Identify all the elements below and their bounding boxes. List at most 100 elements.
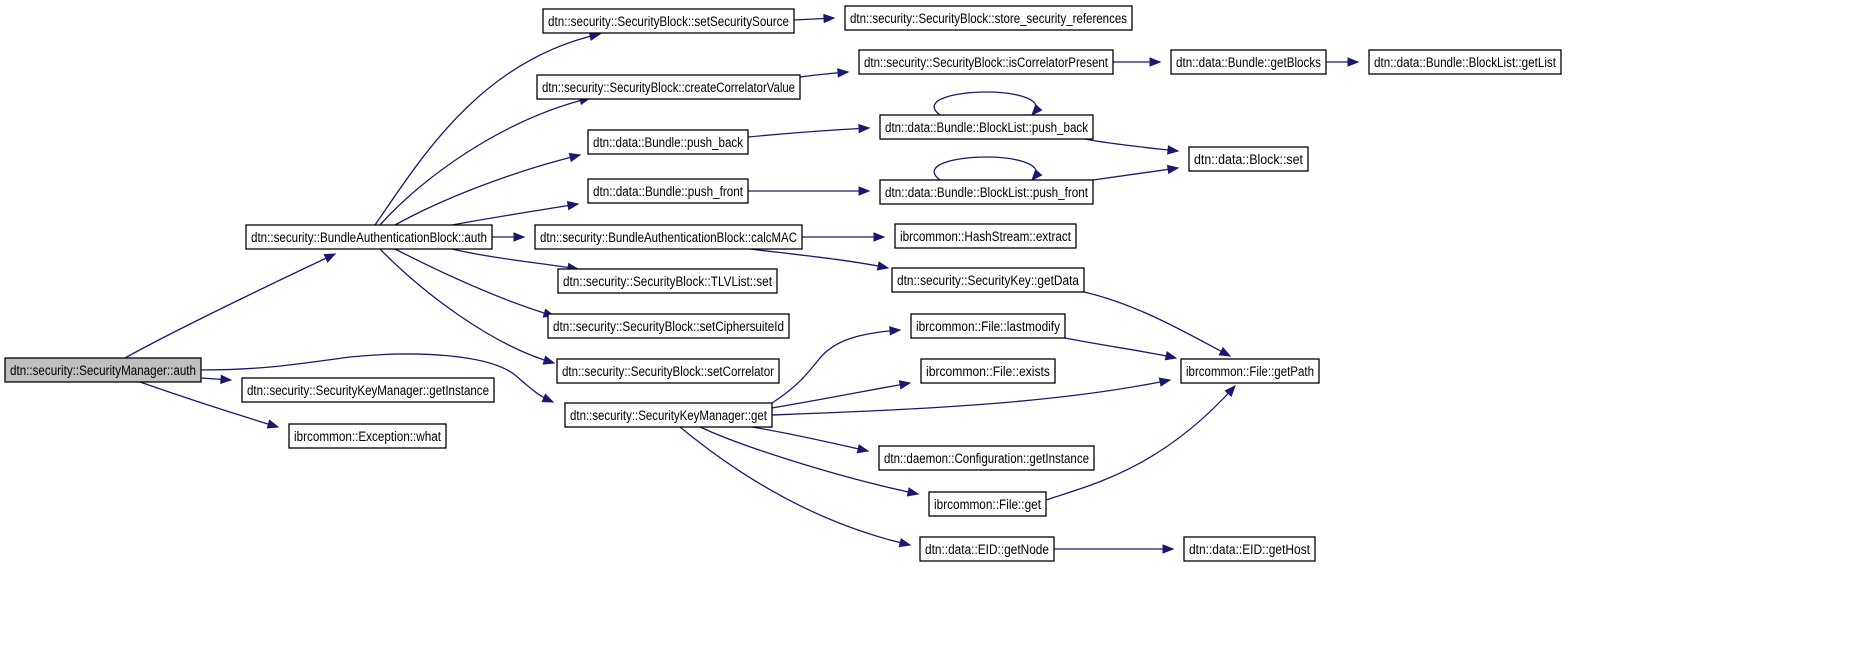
node-label: ibrcommon::HashStream::extract [900,229,1071,244]
edge-line [1083,291,1231,357]
function-node[interactable]: dtn::security::BundleAuthenticationBlock… [534,224,803,250]
edge-n1-to-n11 [394,248,556,318]
node-label: dtn::security::SecurityBlock::setCiphers… [553,319,784,334]
edge-line [451,248,579,270]
edge-line [1092,167,1179,181]
function-node[interactable]: ibrcommon::Exception::what [288,423,447,449]
edge-arrowhead [858,186,871,196]
edge-line [1064,337,1177,359]
function-node[interactable]: dtn::security::SecurityBlock::isCorrelat… [858,49,1114,75]
function-node[interactable]: dtn::data::Bundle::BlockList::push_front [879,179,1094,205]
edge-n14-to-n24 [1113,57,1162,67]
edge-arrowhead [876,261,890,271]
node-label: dtn::data::Block::set [1194,152,1303,167]
node-box [910,313,1066,339]
node-box [1170,49,1327,75]
function-node[interactable]: dtn::security::SecurityKey::getData [891,267,1085,293]
function-node[interactable]: ibrcommon::File::get [928,491,1047,517]
function-node[interactable]: dtn::security::BundleAuthenticationBlock… [245,224,493,250]
node-box [919,536,1055,562]
edge-arrowhead [898,380,912,390]
function-node[interactable]: dtn::security::SecurityBlock::store_secu… [844,5,1133,31]
edge-arrowhead [541,393,555,403]
function-node[interactable]: dtn::data::EID::getNode [919,536,1055,562]
edge-line [771,329,901,404]
edge-arrowhead [266,419,280,429]
edge-n8-to-n16 [748,186,871,196]
edge-arrowhead [568,152,582,163]
node-label: ibrcommon::File::getPath [1186,364,1314,379]
function-node[interactable]: dtn::security::SecurityBlock::setCiphers… [547,313,790,339]
edge-arrowhead [1164,351,1178,361]
node-box [587,178,749,204]
node-label: ibrcommon::File::exists [926,364,1050,379]
node-label: dtn::security::SecurityBlock::store_secu… [850,11,1127,26]
edge-n23-to-n27 [1054,544,1175,554]
edge-n5-to-n13 [793,13,836,24]
edge-line [379,97,591,226]
function-node[interactable]: dtn::data::Block::set [1188,146,1309,172]
node-label: dtn::security::SecurityManager::auth [10,363,196,378]
function-node[interactable]: dtn::security::SecurityKeyManager::get [564,402,773,428]
function-node[interactable]: dtn::data::Bundle::BlockList::push_back [879,114,1094,140]
edge-n4-to-n19 [771,326,902,404]
function-node[interactable]: ibrcommon::File::getPath [1180,358,1320,384]
node-box [245,224,493,250]
nodes-layer: dtn::security::SecurityManager::authdtn:… [4,5,1562,562]
edge-arrowhead [1149,57,1162,67]
function-node[interactable]: dtn::daemon::Configuration::getInstance [878,445,1095,471]
node-label: dtn::security::SecurityKeyManager::getIn… [247,383,489,398]
node-label: ibrcommon::File::lastmodify [916,319,1060,334]
edge-n19-to-n26 [1064,337,1178,361]
edge-line [771,382,911,409]
edge-n1-to-n7 [394,152,582,226]
edge-n9-to-n17 [802,232,886,242]
edge-arrowhead [898,538,912,548]
edge-line [751,426,869,452]
edge-arrowhead [1166,164,1180,175]
edge-line [771,379,1171,416]
function-node[interactable]: dtn::data::Bundle::push_back [587,129,749,155]
function-node[interactable]: dtn::data::Bundle::push_front [587,178,749,204]
node-box [556,358,780,384]
edge-n7-to-n15 [747,123,871,138]
node-label: dtn::data::EID::getHost [1189,542,1310,557]
edge-n6-to-n14 [799,68,850,78]
function-node[interactable]: dtn::security::SecurityBlock::createCorr… [536,74,801,100]
function-node[interactable]: dtn::security::SecurityKeyManager::getIn… [241,377,495,403]
node-box [920,358,1056,384]
edge-line [379,248,555,364]
function-node[interactable]: ibrcommon::File::exists [920,358,1056,384]
edge-line [1045,385,1236,501]
node-label: dtn::data::EID::getNode [925,542,1049,557]
function-node[interactable]: dtn::data::Bundle::getBlocks [1170,49,1327,75]
function-node[interactable]: dtn::data::EID::getHost [1183,536,1316,562]
function-node[interactable]: dtn::security::SecurityBlock::TLVList::s… [557,268,778,294]
edge-line [451,203,579,226]
node-box [587,129,749,155]
edge-line [374,33,601,226]
edge-arrowhead [1218,346,1232,357]
node-box [1368,49,1562,75]
function-node[interactable]: ibrcommon::HashStream::extract [894,223,1077,249]
edge-n1-to-n10 [451,248,580,273]
edge-n15-to-n25 [1084,138,1180,155]
node-box [288,423,447,449]
edge-line [1084,138,1179,152]
root-function-node[interactable]: dtn::security::SecurityManager::auth [4,357,202,383]
function-node[interactable]: ibrcommon::File::lastmodify [910,313,1066,339]
edge-arrowhead [566,200,580,211]
edge-line [124,253,336,359]
node-label: dtn::data::Bundle::getBlocks [1176,55,1321,70]
edge-arrowhead [1162,544,1175,554]
edge-arrowhead [1224,384,1236,397]
edge-n1-to-n12 [379,248,556,365]
node-box [858,49,1114,75]
function-node[interactable]: dtn::security::SecurityBlock::setCorrela… [556,358,780,384]
function-node[interactable]: dtn::data::Bundle::BlockList::getList [1368,49,1562,75]
function-node[interactable]: dtn::security::SecurityBlock::setSecurit… [542,8,795,34]
edge-line [699,426,919,495]
node-box [536,74,801,100]
edge-line [747,127,870,138]
